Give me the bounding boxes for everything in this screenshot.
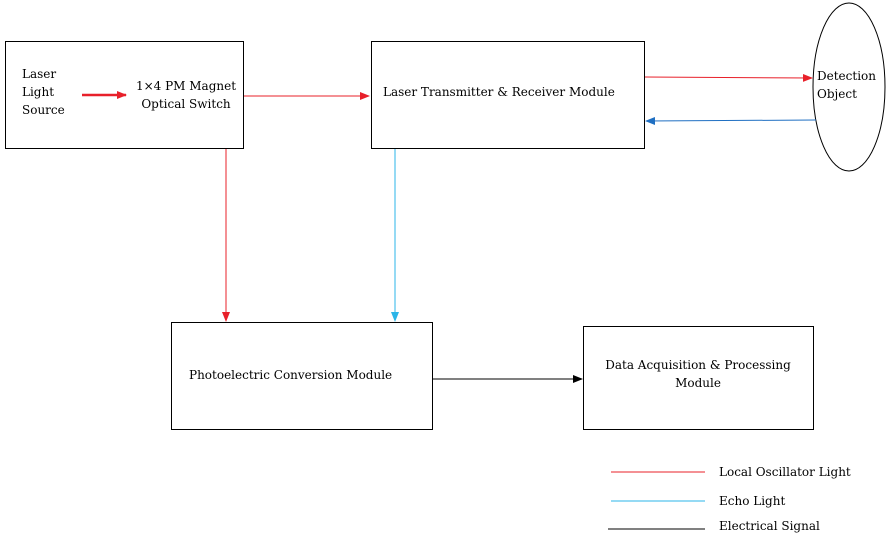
- legend-electrical-label: Electrical Signal: [719, 519, 820, 533]
- object-to-transceiver-arrow: [645, 116, 817, 125]
- laser-source-line-1: Laser: [22, 67, 57, 81]
- detection-object-line-1: Detection: [817, 69, 876, 83]
- data-acq-line-1: Data Acquisition & Processing: [605, 358, 791, 372]
- legend-echo-label: Echo Light: [719, 494, 786, 508]
- laser-source-label: Laser Light Source: [22, 65, 65, 119]
- transceiver-box: [371, 41, 645, 149]
- detection-object-line-2: Object: [817, 87, 857, 101]
- legend-local-oscillator-label: Local Oscillator Light: [719, 465, 851, 479]
- laser-source-line-2: Light: [22, 85, 55, 99]
- data-acq-line-2: Module: [675, 376, 721, 390]
- laser-switch-box: [5, 41, 244, 149]
- optical-switch-line-2: Optical Switch: [141, 97, 231, 111]
- optical-switch-label: 1×4 PM Magnet Optical Switch: [132, 77, 240, 113]
- transceiver-to-object-arrow: [644, 73, 813, 82]
- photoelectric-label: Photoelectric Conversion Module: [189, 368, 393, 382]
- optical-switch-line-1: 1×4 PM Magnet: [135, 79, 237, 93]
- detection-object-label: Detection Object: [817, 67, 876, 103]
- data-acq-box: [583, 326, 814, 430]
- detection-object-ellipse: [812, 2, 886, 172]
- laser-source-line-3: Source: [22, 103, 65, 117]
- data-acq-label: Data Acquisition & Processing Module: [584, 356, 812, 392]
- photoelectric-box: [171, 322, 433, 430]
- transceiver-label: Laser Transmitter & Receiver Module: [383, 85, 615, 99]
